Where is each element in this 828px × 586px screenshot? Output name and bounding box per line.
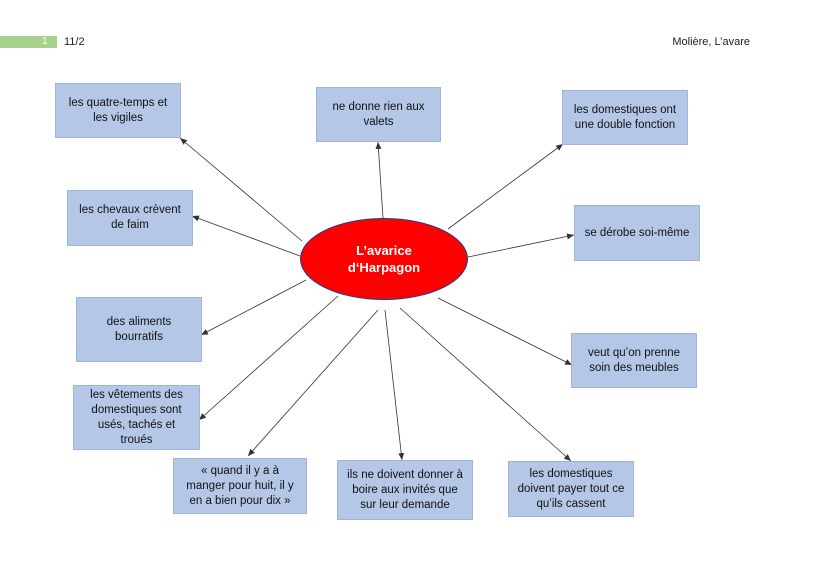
arrow-3 (447, 143, 564, 230)
node-se-derobe: se dérobe soi-même (574, 205, 700, 261)
node-meubles: veut qu’on prenne soin des meubles (571, 333, 697, 388)
arrow-4 (191, 215, 301, 257)
node-chevaux: les chevaux crèvent de faim (67, 190, 193, 246)
arrow-9 (247, 309, 379, 457)
node-ne-donne-rien: ne donne rien aux valets (316, 87, 441, 142)
arrow-10 (384, 309, 405, 461)
arrow-1 (179, 137, 303, 242)
page-number: 1 (42, 36, 48, 47)
header-accent-bar (0, 36, 57, 48)
node-quatre-temps: les quatre-temps et les vigiles (55, 83, 181, 138)
arrow-8 (198, 295, 339, 421)
page-source: Molière, L’avare (672, 36, 750, 48)
node-quand-il-y-a: « quand il y a à manger pour huit, il y … (173, 458, 307, 514)
arrow-11 (399, 307, 572, 462)
node-payer: les domestiques doivent payer tout ce qu… (508, 461, 634, 517)
arrow-2 (375, 141, 384, 219)
node-boire: ils ne doivent donner à boire aux invité… (337, 460, 473, 520)
node-double-fonction: les domestiques ont une double fonction (562, 90, 688, 145)
arrow-6 (200, 279, 307, 336)
arrow-5 (467, 233, 575, 258)
node-aliments: des aliments bourratifs (76, 297, 202, 362)
arrow-7 (437, 297, 573, 366)
node-vetements: les vêtements des domestiques sont usés,… (73, 385, 200, 450)
center-concept: L’avarice d‘Harpagon (300, 218, 468, 300)
page-date: 11/2 (64, 36, 85, 48)
